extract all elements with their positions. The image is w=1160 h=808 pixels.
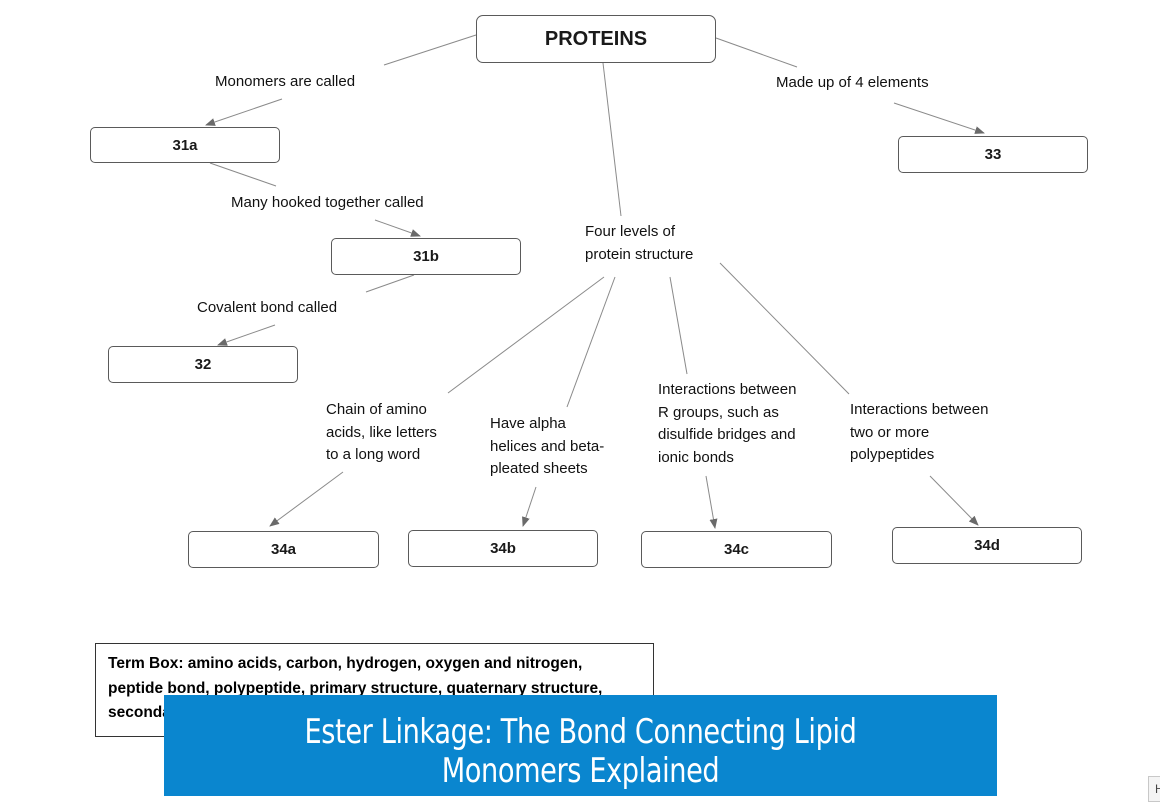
node-31b: 31b [331, 238, 521, 275]
title-banner: Ester Linkage: The Bond Connecting Lipid… [164, 695, 997, 796]
label-chain: Chain of amino acids, like letters to a … [326, 401, 437, 463]
line-root-to-elements [715, 37, 798, 68]
line-levels-to-polypeptides [719, 262, 850, 395]
line-root-to-levels [602, 62, 622, 217]
arrow-monomers-to-31a [205, 98, 283, 126]
arrow-elements-to-33 [893, 102, 985, 134]
node-31a: 31a [90, 127, 280, 163]
node-34a: 34a [188, 531, 379, 568]
node-34b: 34b [408, 530, 598, 567]
label-polypeptides: Interactions between two or more polypep… [850, 401, 989, 463]
label-monomers: Monomers are called [215, 73, 356, 90]
label-hooked: Many hooked together called [231, 194, 424, 211]
node-34c: 34c [641, 531, 832, 568]
line-root-to-monomers [383, 34, 477, 66]
arrow-chain-to-34a [269, 471, 344, 527]
line-levels-to-alpha [566, 276, 616, 408]
arrow-covalent-to-32 [217, 324, 276, 346]
arrow-hooked-to-31b [374, 219, 421, 237]
label-rgroups: Interactions between R groups, such as d… [658, 381, 797, 466]
label-alpha: Have alpha helices and beta- pleated she… [490, 415, 605, 477]
line-levels-to-rgroups [669, 276, 688, 375]
banner-title: Ester Linkage: The Bond Connecting Lipid… [304, 712, 857, 791]
line-31b-to-covalent [365, 274, 415, 293]
arrow-rgroups-to-34c [705, 475, 718, 529]
arrow-alpha-to-34b [522, 486, 537, 527]
corner-tab[interactable]: H [1148, 776, 1160, 802]
proteins-node: PROTEINS [476, 15, 716, 63]
node-33: 33 [898, 136, 1088, 173]
line-levels-to-chain [447, 276, 605, 394]
label-levels: Four levels of protein structure [585, 223, 694, 263]
line-31a-to-hooked [209, 162, 277, 187]
label-covalent: Covalent bond called [197, 299, 338, 316]
arrow-polypeptides-to-34d [929, 475, 979, 526]
node-32: 32 [108, 346, 298, 383]
label-elements: Made up of 4 elements [776, 74, 929, 91]
node-34d: 34d [892, 527, 1082, 564]
